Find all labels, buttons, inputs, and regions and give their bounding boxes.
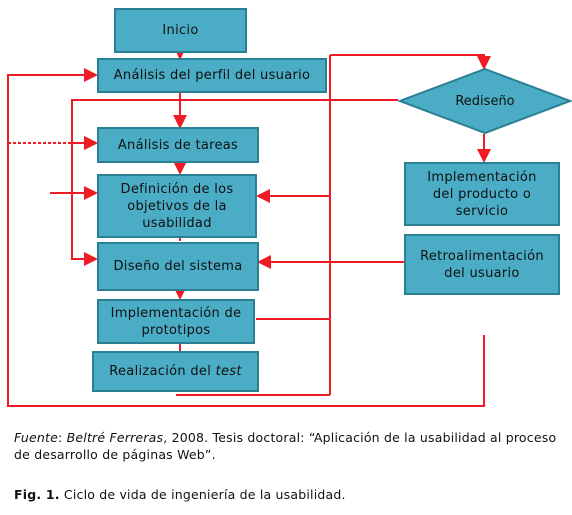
- box-inicio: Inicio: [114, 8, 247, 53]
- figure-text: Ciclo de vida de ingeniería de la usabil…: [59, 487, 346, 502]
- box-retroalimentacion-label: Retroalimentación del usuario: [420, 248, 544, 281]
- inner-loop-to-diseno: [71, 143, 98, 266]
- box-diseno-sistema-label: Diseño del sistema: [113, 259, 243, 274]
- box-diseno-sistema: Diseño del sistema: [97, 242, 259, 291]
- figure-caption: Fig. 1. Ciclo de vida de ingeniería de l…: [14, 486, 559, 503]
- outer-feedback-loop: [7, 68, 485, 407]
- bus-to-rediseno: [330, 54, 491, 70]
- source-caption: Fuente: Beltré Ferreras, 2008. Tesis doc…: [14, 429, 559, 463]
- box-definicion-objetivos-label: Definición de los objetivos de la usabil…: [120, 181, 234, 231]
- inner-loop-to-tareas: [71, 99, 398, 150]
- source-author: Beltré Ferreras: [66, 430, 164, 445]
- source-separator: :: [58, 430, 67, 445]
- source-label: Fuente: [14, 430, 59, 445]
- box-realizacion-test-label: Realización del test: [109, 363, 241, 380]
- box-implementacion-producto-label: Implementación del producto o servicio: [427, 169, 537, 219]
- box-retroalimentacion: Retroalimentación del usuario: [404, 234, 560, 295]
- box-definicion-objetivos: Definición de los objetivos de la usabil…: [97, 174, 257, 238]
- box-implementacion-producto: Implementación del producto o servicio: [404, 162, 560, 226]
- source-text: , 2008. Tesis doctoral: “Aplicación de l…: [14, 430, 557, 462]
- box-analisis-tareas-label: Análisis de tareas: [117, 137, 239, 153]
- decision-rediseno-label: Rediseño: [455, 93, 515, 109]
- usability-lifecycle-diagram: Inicio Análisis del perfil del usuario A…: [7, 8, 572, 407]
- box-analisis-perfil: Análisis del perfil del usuario: [97, 58, 327, 93]
- decision-rediseno: [398, 67, 572, 135]
- box-realizacion-test-italic: test: [215, 364, 242, 379]
- box-analisis-perfil-label: Análisis del perfil del usuario: [113, 68, 311, 83]
- box-inicio-label: Inicio: [162, 23, 199, 38]
- connector-lines: [7, 46, 491, 407]
- box-implementacion-prototipos-label: Implementación de prototipos: [110, 305, 242, 338]
- box-analisis-tareas: Análisis de tareas: [97, 127, 259, 163]
- figure-label: Fig. 1.: [14, 487, 60, 502]
- box-realizacion-test-prefix: Realización del: [109, 364, 216, 379]
- box-implementacion-prototipos: Implementación de prototipos: [97, 299, 255, 344]
- box-realizacion-test: Realización del test: [92, 351, 259, 392]
- decision-diamond-shape: [398, 67, 572, 135]
